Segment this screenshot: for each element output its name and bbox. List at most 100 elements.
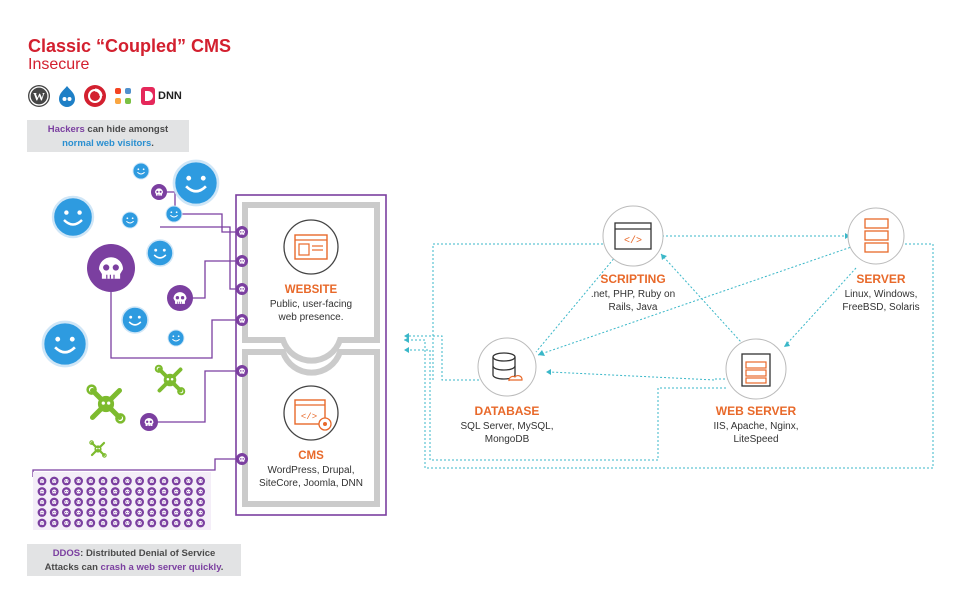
dnn-logo-text: DNN [158,90,182,102]
skull-icon [184,497,193,507]
joomla-icon [112,85,134,107]
server-desc-line1: Linux, Windows, [844,289,918,300]
skull-icon [135,476,144,486]
skull-icon [196,487,205,496]
database-node-icon [477,337,537,397]
sitecore-icon [84,85,106,107]
skull-icon [98,518,108,528]
cms-container [235,194,387,516]
skull-icon [147,487,157,496]
skull-icon [74,476,83,486]
skull-icon [184,476,193,486]
smiley-icon [53,197,93,237]
skull-icon [123,497,132,507]
skull-icon [49,487,59,496]
skull-icon [110,518,120,528]
svg-text:</>: </> [624,235,642,247]
skull-icon [147,518,157,528]
skull-icon [171,476,181,486]
skull-icon [123,476,132,486]
skull-icon [236,255,248,267]
smiley-icon [168,330,184,346]
skull-icon [151,184,167,200]
skull-icon [37,497,47,507]
cms-label: CMS [298,450,324,462]
skull-icon [37,518,47,528]
smiley-icon [174,161,218,205]
tools-icon [88,386,125,423]
server-label: SERVER [856,272,906,286]
skull-icon [74,497,83,507]
skull-icon [49,497,59,507]
skull-icon [62,487,71,496]
cms-description: WordPress, Drupal, SiteCore, Joomla, DNN [246,465,376,490]
skull-icon [159,518,169,528]
skull-icon [86,518,96,528]
skull-icon [110,487,120,496]
skull-icon [184,518,193,528]
skull-icon [167,285,193,311]
webserver-node: WEB SERVER IIS, Apache, Nginx, LiteSpeed [701,404,811,446]
skull-icon [74,508,83,517]
skull-icon [123,487,132,496]
cms-logos: W DNN [28,84,182,108]
skull-icon [236,365,248,377]
skull-icon [86,476,96,486]
cms-desc-line1: WordPress, Drupal, [267,465,355,476]
website-description: Public, user-facing web presence. [246,299,376,324]
skull-icon [98,476,108,486]
svg-text:W: W [33,90,45,104]
ddos-word: DDOS [52,548,81,559]
normal-visitors-text: normal web visitors [62,138,152,149]
skull-icon [159,497,169,507]
skull-icon [159,476,169,486]
wordpress-icon: W [28,85,50,107]
skull-icon [98,508,108,517]
server-desc-line2: FreeBSD, Solaris [842,302,920,313]
skull-icon [37,487,47,496]
skull-icon [135,508,144,517]
smiley-icon [147,240,173,266]
skull-icon [37,476,47,486]
skull-icon [62,508,71,517]
arrowheads [404,233,850,375]
skull-icon [135,497,144,507]
website-desc-line1: Public, user-facing [269,299,353,310]
hackers-text: can hide amongst [84,124,169,135]
svg-text:</>: </> [301,412,317,422]
skull-icon [86,487,96,496]
smiley-icon [122,307,148,333]
webserver-desc-line2: LiteSpeed [733,434,779,445]
skull-icon [49,508,59,517]
skull-icon [86,508,96,517]
skull-icon [62,476,71,486]
skull-icon [171,497,181,507]
smiley-icon [122,212,138,228]
skull-icon [135,487,144,496]
page-title: Classic “Coupled” CMS [28,36,232,56]
skull-icon [140,413,158,431]
skull-icon [196,476,205,486]
skull-icon [74,487,83,496]
webserver-desc-line1: IIS, Apache, Nginx, [713,421,799,432]
hackers-note: Hackers can hide amongst normal web visi… [27,120,189,152]
skull-icon [196,508,205,517]
skull-icon [74,518,83,528]
skull-icon [123,508,132,517]
hackers-word: Hackers [47,124,85,135]
ddos-note: DDOS: Distributed Denial of Service Atta… [27,544,241,576]
cms-icon: </> [283,385,339,441]
page-subtitle: Insecure [28,56,90,73]
database-label: DATABASE [474,404,540,418]
scripting-label: SCRIPTING [600,272,666,286]
skull-icon [135,518,144,528]
cms-desc-line2: SiteCore, Joomla, DNN [259,477,363,489]
scripting-desc-line1: .net, PHP, Ruby on [590,289,676,300]
skull-icon [49,518,59,528]
skull-icon [110,476,120,486]
skull-icon [62,497,71,507]
drupal-icon [56,85,78,107]
dnn-icon: DNN [140,86,182,106]
cms-frame [242,349,380,507]
database-node: DATABASE SQL Server, MySQL, MongoDB [452,404,562,446]
